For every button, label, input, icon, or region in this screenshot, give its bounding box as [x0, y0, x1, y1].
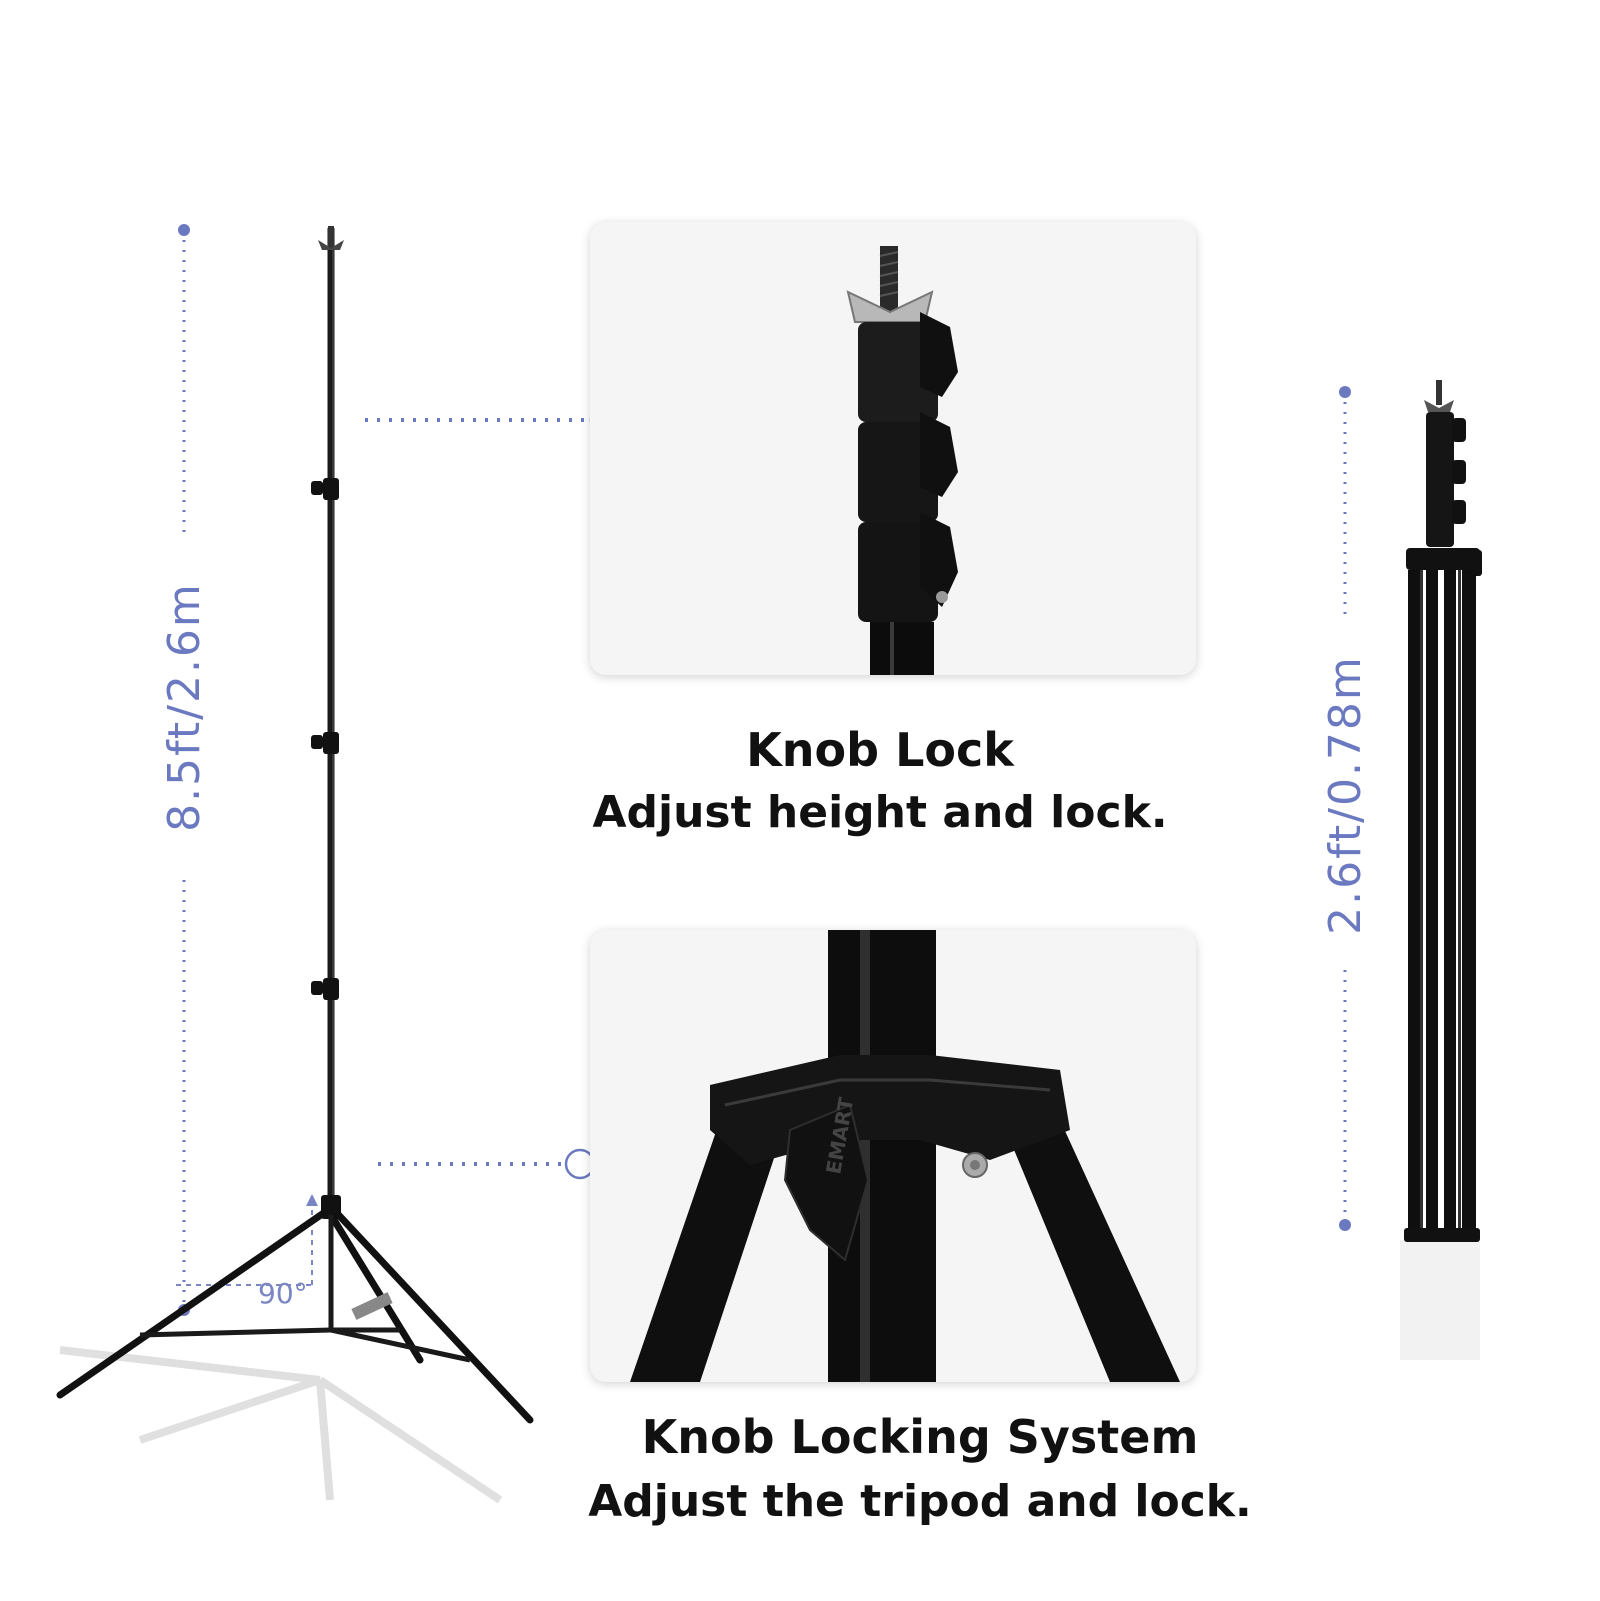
knob-locking-system-caption: Knob Locking System Adjust the tripod an… — [560, 1408, 1280, 1538]
knob-locking-system-title: Knob Locking System — [641, 1410, 1199, 1464]
knob-locking-system-photo: EMART — [590, 930, 1196, 1382]
knob-lock-closeup — [590, 222, 1196, 675]
full-height-label: 8.5ft/2.6m — [159, 582, 210, 832]
leg-angle-label: 90° — [258, 1277, 308, 1310]
folded-length-label: 2.6ft/0.78m — [1320, 655, 1371, 935]
knob-lock-caption: Knob Lock Adjust height and lock. — [560, 720, 1200, 846]
knob-locking-system-closeup: EMART — [590, 930, 1196, 1382]
knob-locking-system-subtitle: Adjust the tripod and lock. — [588, 1476, 1252, 1527]
knob-lock-title: Knob Lock — [746, 723, 1014, 777]
knob-lock-photo — [590, 222, 1196, 675]
knob-lock-subtitle: Adjust height and lock. — [592, 787, 1168, 838]
